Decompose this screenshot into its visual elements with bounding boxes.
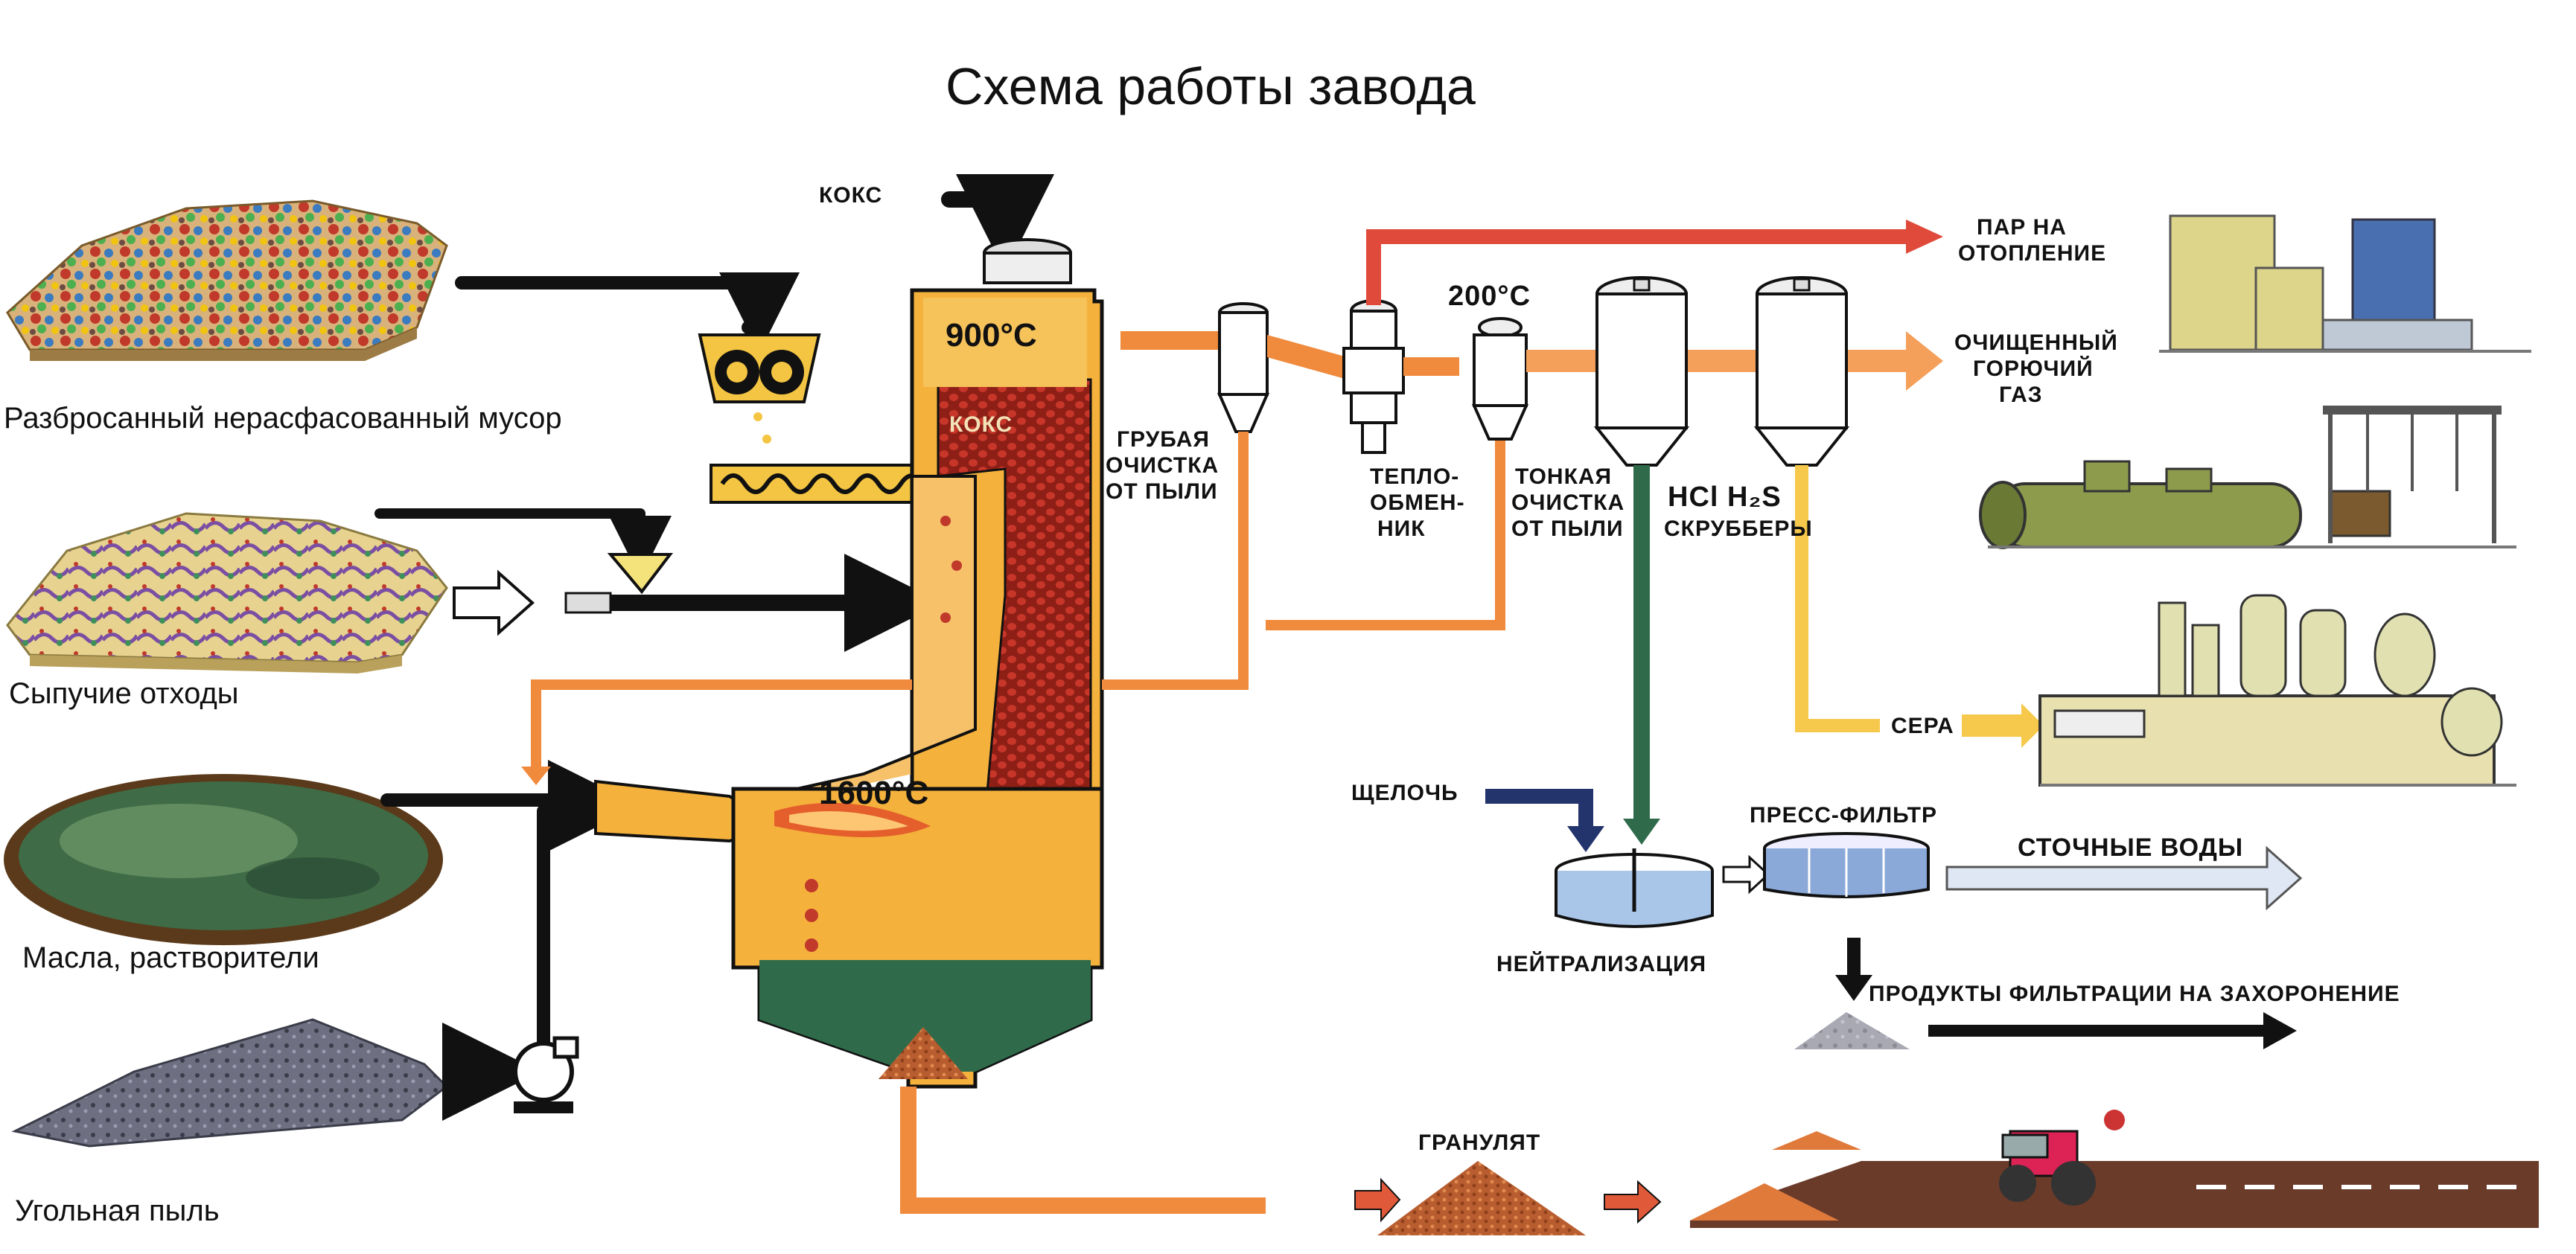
filter-cake-pile [1794,1012,1910,1049]
coarse-cleaning-l1: ГРУБАЯ [1117,427,1210,452]
hcl-scrubber [1593,276,1690,467]
diagram-title: Схема работы завода [946,57,1476,115]
fine-cyclone [1471,317,1529,441]
dust-return-line [1102,432,1249,690]
fine-cleaning-l3: ОТ ПЫЛИ [1511,516,1624,541]
fine-cleaning-l1: ТОНКАЯ [1515,464,1612,489]
steam-label-l2: ОТОПЛЕНИЕ [1958,241,2106,266]
wastewater-label: СТОЧНЫЕ ВОДЫ [2018,834,2243,862]
hx-l1: ТЕПЛО- [1370,464,1459,489]
slag-outlet-pipe [900,1087,1266,1214]
coarse-cyclone [1217,302,1270,433]
heat-exchanger [1342,299,1405,454]
coal-dust-label: Угольная пыль [15,1194,220,1227]
filter-products-label: ПРОДУКТЫ ФИЛЬТРАЦИИ НА ЗАХОРОНЕНИЕ [1869,982,2400,1006]
coke-bed-label: КОКС [949,412,1013,437]
fine-cleaning-l2: ОЧИСТКА [1511,490,1625,515]
neutralization-tank [1555,848,1714,928]
oils-label: Масла, растворители [22,941,319,974]
hx-l2: ОБМЕН- [1370,490,1465,515]
crusher [698,310,821,444]
city-buildings-icon [2159,214,2531,353]
alkali-arrowhead [1567,826,1604,852]
mixed-waste-label: Разбросанный нерасфасованный мусор [4,402,562,435]
granulate-to-road-arrow [1604,1180,1662,1224]
dust-recycle-arrowhead [521,767,551,785]
steam-arrowhead [1906,220,1943,254]
chemical-plant-icon [2038,594,2516,787]
bulk-waste-pile [6,512,448,674]
scrubber-liquor-arrowhead [1623,819,1660,845]
reactor-temp-bottom: 1600°C [819,775,928,811]
gas-to-hx [1267,335,1348,380]
press-filter-label: ПРЕСС-ФИЛЬТР [1750,803,1937,828]
raw-gas-flow [1120,331,1228,350]
coal-pump [513,1036,579,1113]
reactor-temp-top: 900°C [946,317,1037,354]
h2s-scrubber [1753,276,1850,467]
bulk-hopper [607,553,674,595]
screw-conveyor [710,464,936,504]
steam-label-l1: ПАР НА [1977,215,2067,240]
slag-arrow [1354,1177,1401,1223]
neutralization-label: НЕЙТРАЛИЗАЦИЯ [1496,951,1706,976]
gas-label-l3: ГАЗ [1999,383,2043,407]
mixed-waste-pile [6,199,448,361]
coarse-cleaning-l3: ОТ ПЫЛИ [1106,479,1218,504]
gas-label-l1: ОЧИЩЕННЫЙ [1954,330,2118,355]
injector-pipe [564,592,612,614]
neutralization-to-filter-arrow [1722,854,1770,895]
scrubbers-label: СКРУББЕРЫ [1664,516,1813,541]
scrubber-gases-label: HCl H₂S [1668,482,1782,513]
steam-line [1366,229,1906,305]
granulate-pile [1377,1161,1586,1235]
fine-temp-label: 200°C [1448,281,1531,312]
coarse-cleaning-l2: ОЧИСТКА [1106,453,1219,478]
sulfur-label: СЕРА [1891,714,1954,738]
landfill-arrowhead [2263,1012,2297,1049]
bulk-feed-arrow [453,569,535,636]
fine-dust-return-line [1266,439,1505,630]
sulfur-arrow [1962,703,2044,748]
coke-input-label: КОКС [819,183,882,208]
granulate-label: ГРАНУЛЯТ [1418,1130,1540,1155]
road-scene [1690,1110,2539,1228]
oil-pond [4,774,443,945]
clean-gas-arrow [1526,331,1943,391]
alkali-label: ЩЕЛОЧЬ [1351,781,1458,805]
gasifier-reactor [731,238,1104,1089]
alkali-line [1485,789,1593,826]
bulk-waste-label: Сыпучие отходы [9,677,239,710]
dust-recycle-line [531,679,912,767]
sulfur-line [1795,465,1880,732]
hx-l3: НИК [1377,516,1426,541]
coal-dust-pile [11,1018,449,1148]
filter-cake-arrowhead [1835,975,1872,1001]
gas-to-fine-cyclone [1403,357,1459,376]
press-filter [1763,832,1930,898]
feed-lines [374,174,1054,1121]
power-generator-icon [1979,406,2516,549]
wastewater-arrow [1945,845,2303,911]
gas-label-l2: ГОРЮЧИЙ [1973,356,2094,381]
